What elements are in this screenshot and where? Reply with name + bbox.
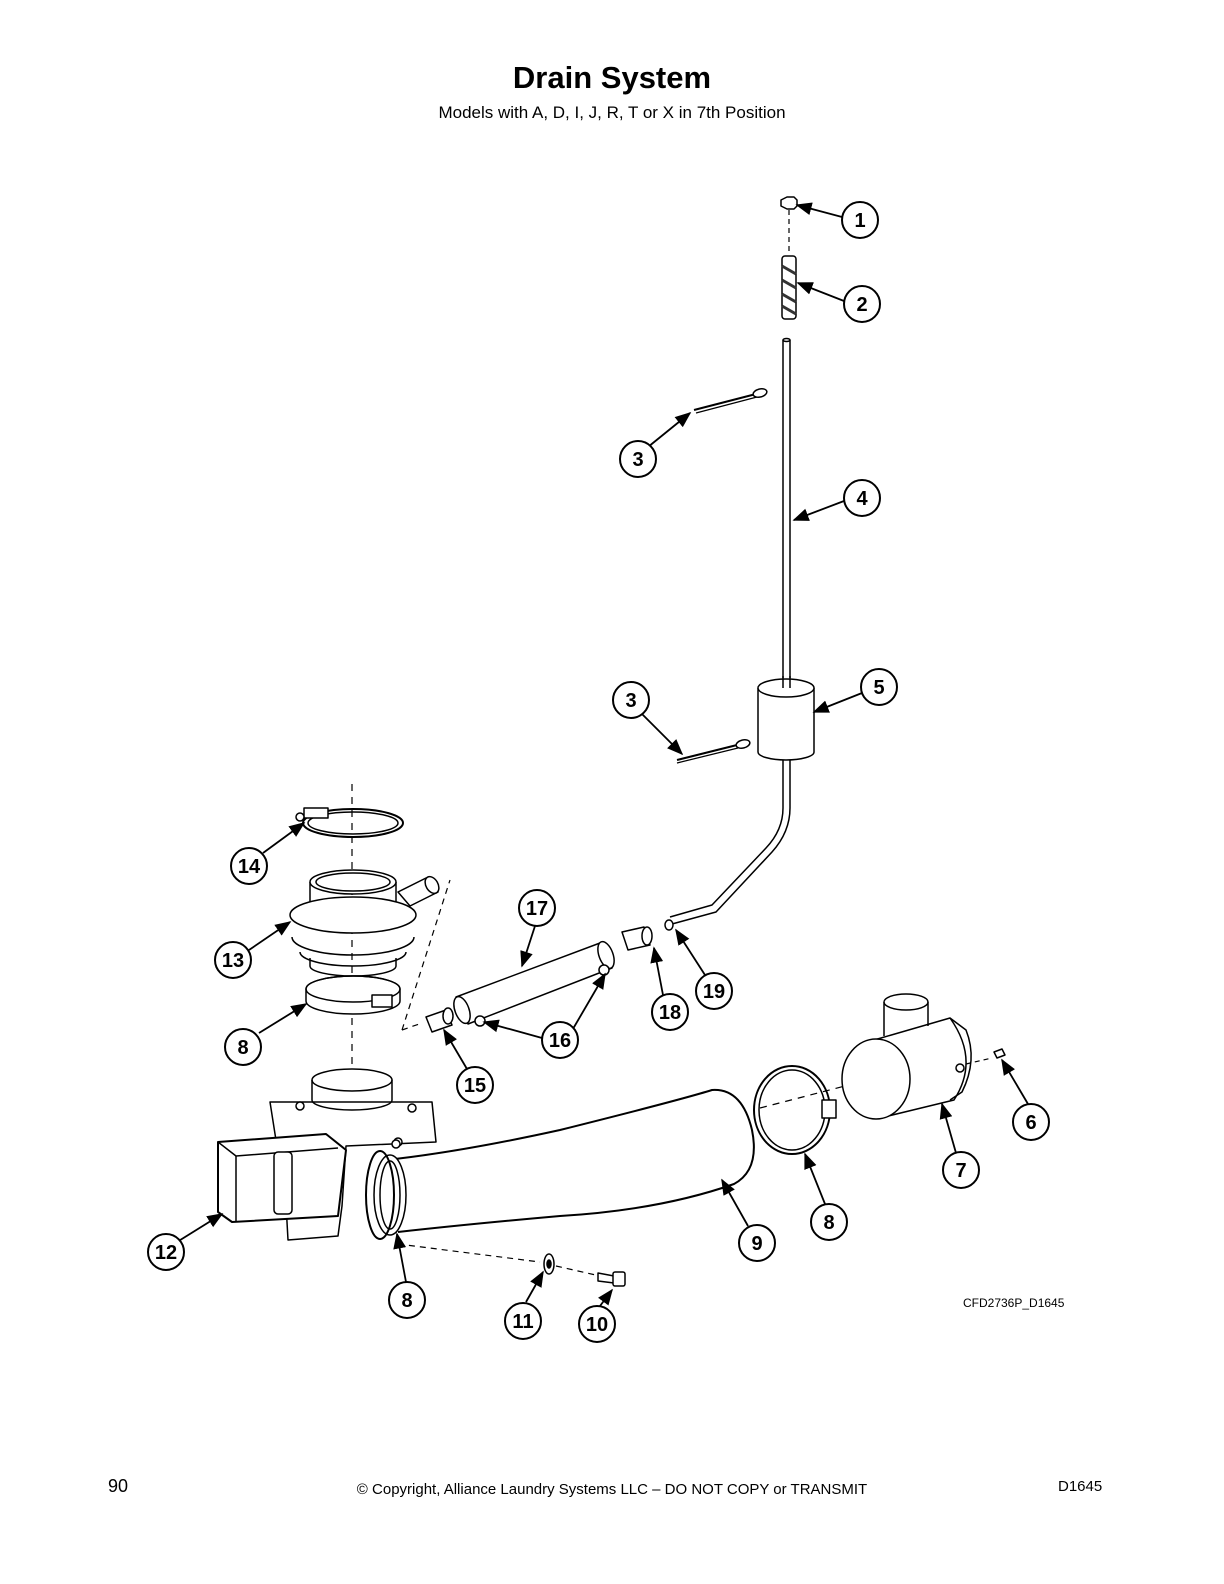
callout-10: 10 [578,1305,616,1343]
part-bellows-boot [289,869,440,977]
callout-1: 1 [841,201,879,239]
document-code: D1645 [1058,1478,1103,1495]
callout-8-right: 8 [810,1203,848,1241]
part-end-coupler [425,1007,454,1033]
svg-text:15: 15 [464,1075,486,1097]
part-weight-cylinder [757,676,815,761]
part-washer [543,1253,555,1275]
part-coupling [621,926,653,951]
part-screw [993,1048,1006,1059]
copyright-notice: © Copyright, Alliance Laundry Systems LL… [356,1481,868,1498]
svg-text:11: 11 [512,1311,533,1333]
callout-14: 14 [230,847,268,885]
svg-text:5: 5 [873,677,884,699]
svg-text:8: 8 [237,1037,248,1059]
part-nut [780,196,798,210]
callout-3-lower: 3 [612,681,650,719]
svg-text:19: 19 [703,981,725,1003]
svg-text:9: 9 [751,1233,762,1255]
callout-16: 16 [541,1021,579,1059]
part-drain-hose [373,1088,755,1236]
part-clamp-band-lower [365,1150,395,1240]
svg-text:3: 3 [632,449,643,471]
part-drain-tee [841,993,972,1120]
part-cotter-pin-upper [693,388,768,414]
part-clip [664,919,674,931]
callout-17: 17 [518,889,556,927]
svg-text:17: 17 [526,898,548,920]
svg-text:13: 13 [222,950,244,972]
svg-text:7: 7 [955,1160,966,1182]
callout-6: 6 [1012,1103,1050,1141]
drawing-code: CFD2736P_D1645 [963,1296,1065,1310]
callout-2: 2 [843,285,881,323]
callout-18: 18 [651,993,689,1031]
callout-9: 9 [738,1224,776,1262]
part-clamp-ring [295,807,404,838]
callout-15: 15 [456,1066,494,1104]
svg-text:18: 18 [659,1002,681,1024]
part-solenoid-box [217,1133,347,1223]
callout-3-upper: 3 [619,440,657,478]
svg-text:1: 1 [854,210,865,232]
svg-text:8: 8 [823,1212,834,1234]
page-number: 90 [108,1476,129,1496]
svg-text:16: 16 [549,1030,571,1052]
svg-text:4: 4 [856,488,868,510]
part-clamp-band-right [753,1065,837,1155]
callout-13: 13 [214,941,252,979]
callout-12: 12 [147,1233,185,1271]
svg-text:8: 8 [401,1290,412,1312]
svg-text:10: 10 [586,1314,608,1336]
callout-5: 5 [860,668,898,706]
callout-7: 7 [942,1151,980,1189]
callout-bubbles: 1 2 3 4 5 3 17 19 [147,201,1050,1343]
part-cotter-pin-lower [676,739,751,764]
svg-text:12: 12 [155,1242,177,1264]
part-bolt [597,1271,626,1287]
part-actuator-rod [782,337,791,678]
callout-8-lower: 8 [388,1281,426,1319]
callout-4: 4 [843,479,881,517]
svg-text:3: 3 [625,690,636,712]
part-spring-sleeve [781,255,797,320]
part-clamp-band-top [305,975,401,1015]
svg-text:2: 2 [856,294,867,316]
svg-text:6: 6 [1025,1112,1036,1134]
part-link-rod [669,760,791,925]
leader-lines [176,202,1029,1307]
page-title: Drain System [512,60,712,95]
callout-8-top: 8 [224,1028,262,1066]
part-drain-cylinder [453,940,615,1027]
page-subtitle: Models with A, D, I, J, R, T or X in 7th… [438,103,786,122]
callout-11: 11 [504,1302,542,1340]
svg-text:14: 14 [238,856,261,878]
callout-19: 19 [695,972,733,1010]
